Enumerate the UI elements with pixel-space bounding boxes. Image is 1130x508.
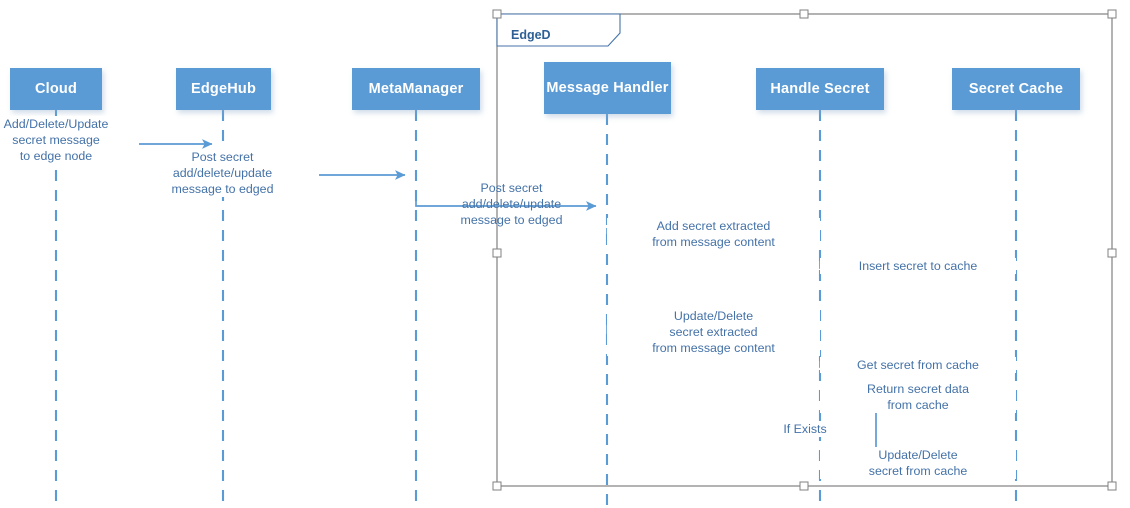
handle-w[interactable]	[492, 248, 502, 258]
participant-cloud-label: Cloud	[34, 80, 78, 97]
handle-ne[interactable]	[1107, 9, 1117, 19]
message-line: from cache	[887, 398, 949, 413]
message-label-add-secret-extracted-from-message-content: Add secret extracted from message conten…	[607, 218, 820, 251]
message-line: secret from cache	[868, 464, 968, 479]
frame-label-edged: EdgeD	[511, 28, 551, 42]
handle-nw[interactable]	[492, 9, 502, 19]
message-line: from message content	[652, 235, 775, 250]
handle-e[interactable]	[1107, 248, 1117, 258]
message-label-insert-secret-to-cache: Insert secret to cache	[820, 258, 1016, 275]
message-line: add/delete/update	[172, 166, 273, 181]
handle-n[interactable]	[799, 9, 809, 19]
message-line: secret extracted	[669, 325, 758, 340]
message-line: message to edged	[460, 213, 563, 228]
message-line: Update/Delete	[878, 448, 958, 462]
participant-message-handler[interactable]: Message Handler	[544, 62, 671, 114]
participant-handle-secret[interactable]: Handle Secret	[756, 68, 884, 110]
message-line: secret message	[12, 133, 100, 148]
participant-handle-secret-label: Handle Secret	[770, 80, 870, 97]
message-label-update-delete-secret-extracted-from-message-content: Update/Delete secret extracted from mess…	[607, 308, 820, 357]
message-line: to edge node	[19, 149, 93, 164]
participant-edgehub[interactable]: EdgeHub	[176, 68, 271, 110]
message-line: Get secret from cache	[857, 358, 979, 372]
message-label-get-secret-from-cache: Get secret from cache	[820, 357, 1016, 374]
participant-cloud[interactable]: Cloud	[10, 68, 102, 110]
participant-metamanager-label: MetaManager	[368, 80, 464, 97]
participant-secret-cache-label: Secret Cache	[968, 80, 1064, 97]
participant-metamanager[interactable]: MetaManager	[352, 68, 480, 110]
message-line: Add/Delete/Update	[3, 117, 109, 131]
message-line: Return secret data	[867, 382, 969, 396]
participant-edgehub-label: EdgeHub	[190, 80, 257, 97]
message-line: Post secret	[191, 150, 254, 164]
handle-s[interactable]	[799, 481, 809, 491]
participant-message-handler-label: Message Handler	[546, 79, 669, 96]
message-line: add/delete/update	[461, 197, 562, 212]
message-label-return-secret-data-from-cache: Return secret data from cache	[820, 381, 1016, 414]
message-label-add-delete-update-secret-to-edge-node: Add/Delete/Update secret message to edge…	[0, 116, 139, 165]
handle-sw[interactable]	[492, 481, 502, 491]
message-line: from message content	[652, 341, 775, 356]
guard-label-if-exists: If Exists	[760, 421, 850, 438]
message-label-post-secret-to-edged-from-edgehub: Post secret add/delete/update message to…	[126, 149, 319, 198]
participant-secret-cache[interactable]: Secret Cache	[952, 68, 1080, 110]
message-line: message to edged	[171, 182, 274, 197]
message-label-post-secret-to-edged-from-metamanager: Post secret add/delete/update message to…	[416, 180, 607, 228]
message-line: Insert secret to cache	[858, 259, 978, 273]
handle-se[interactable]	[1107, 481, 1117, 491]
message-label-update-delete-secret-from-cache: Update/Delete secret from cache	[820, 447, 1016, 480]
message-line: Add secret extracted	[656, 219, 771, 233]
message-line: Post secret	[480, 181, 543, 195]
message-line: Update/Delete	[673, 309, 754, 323]
